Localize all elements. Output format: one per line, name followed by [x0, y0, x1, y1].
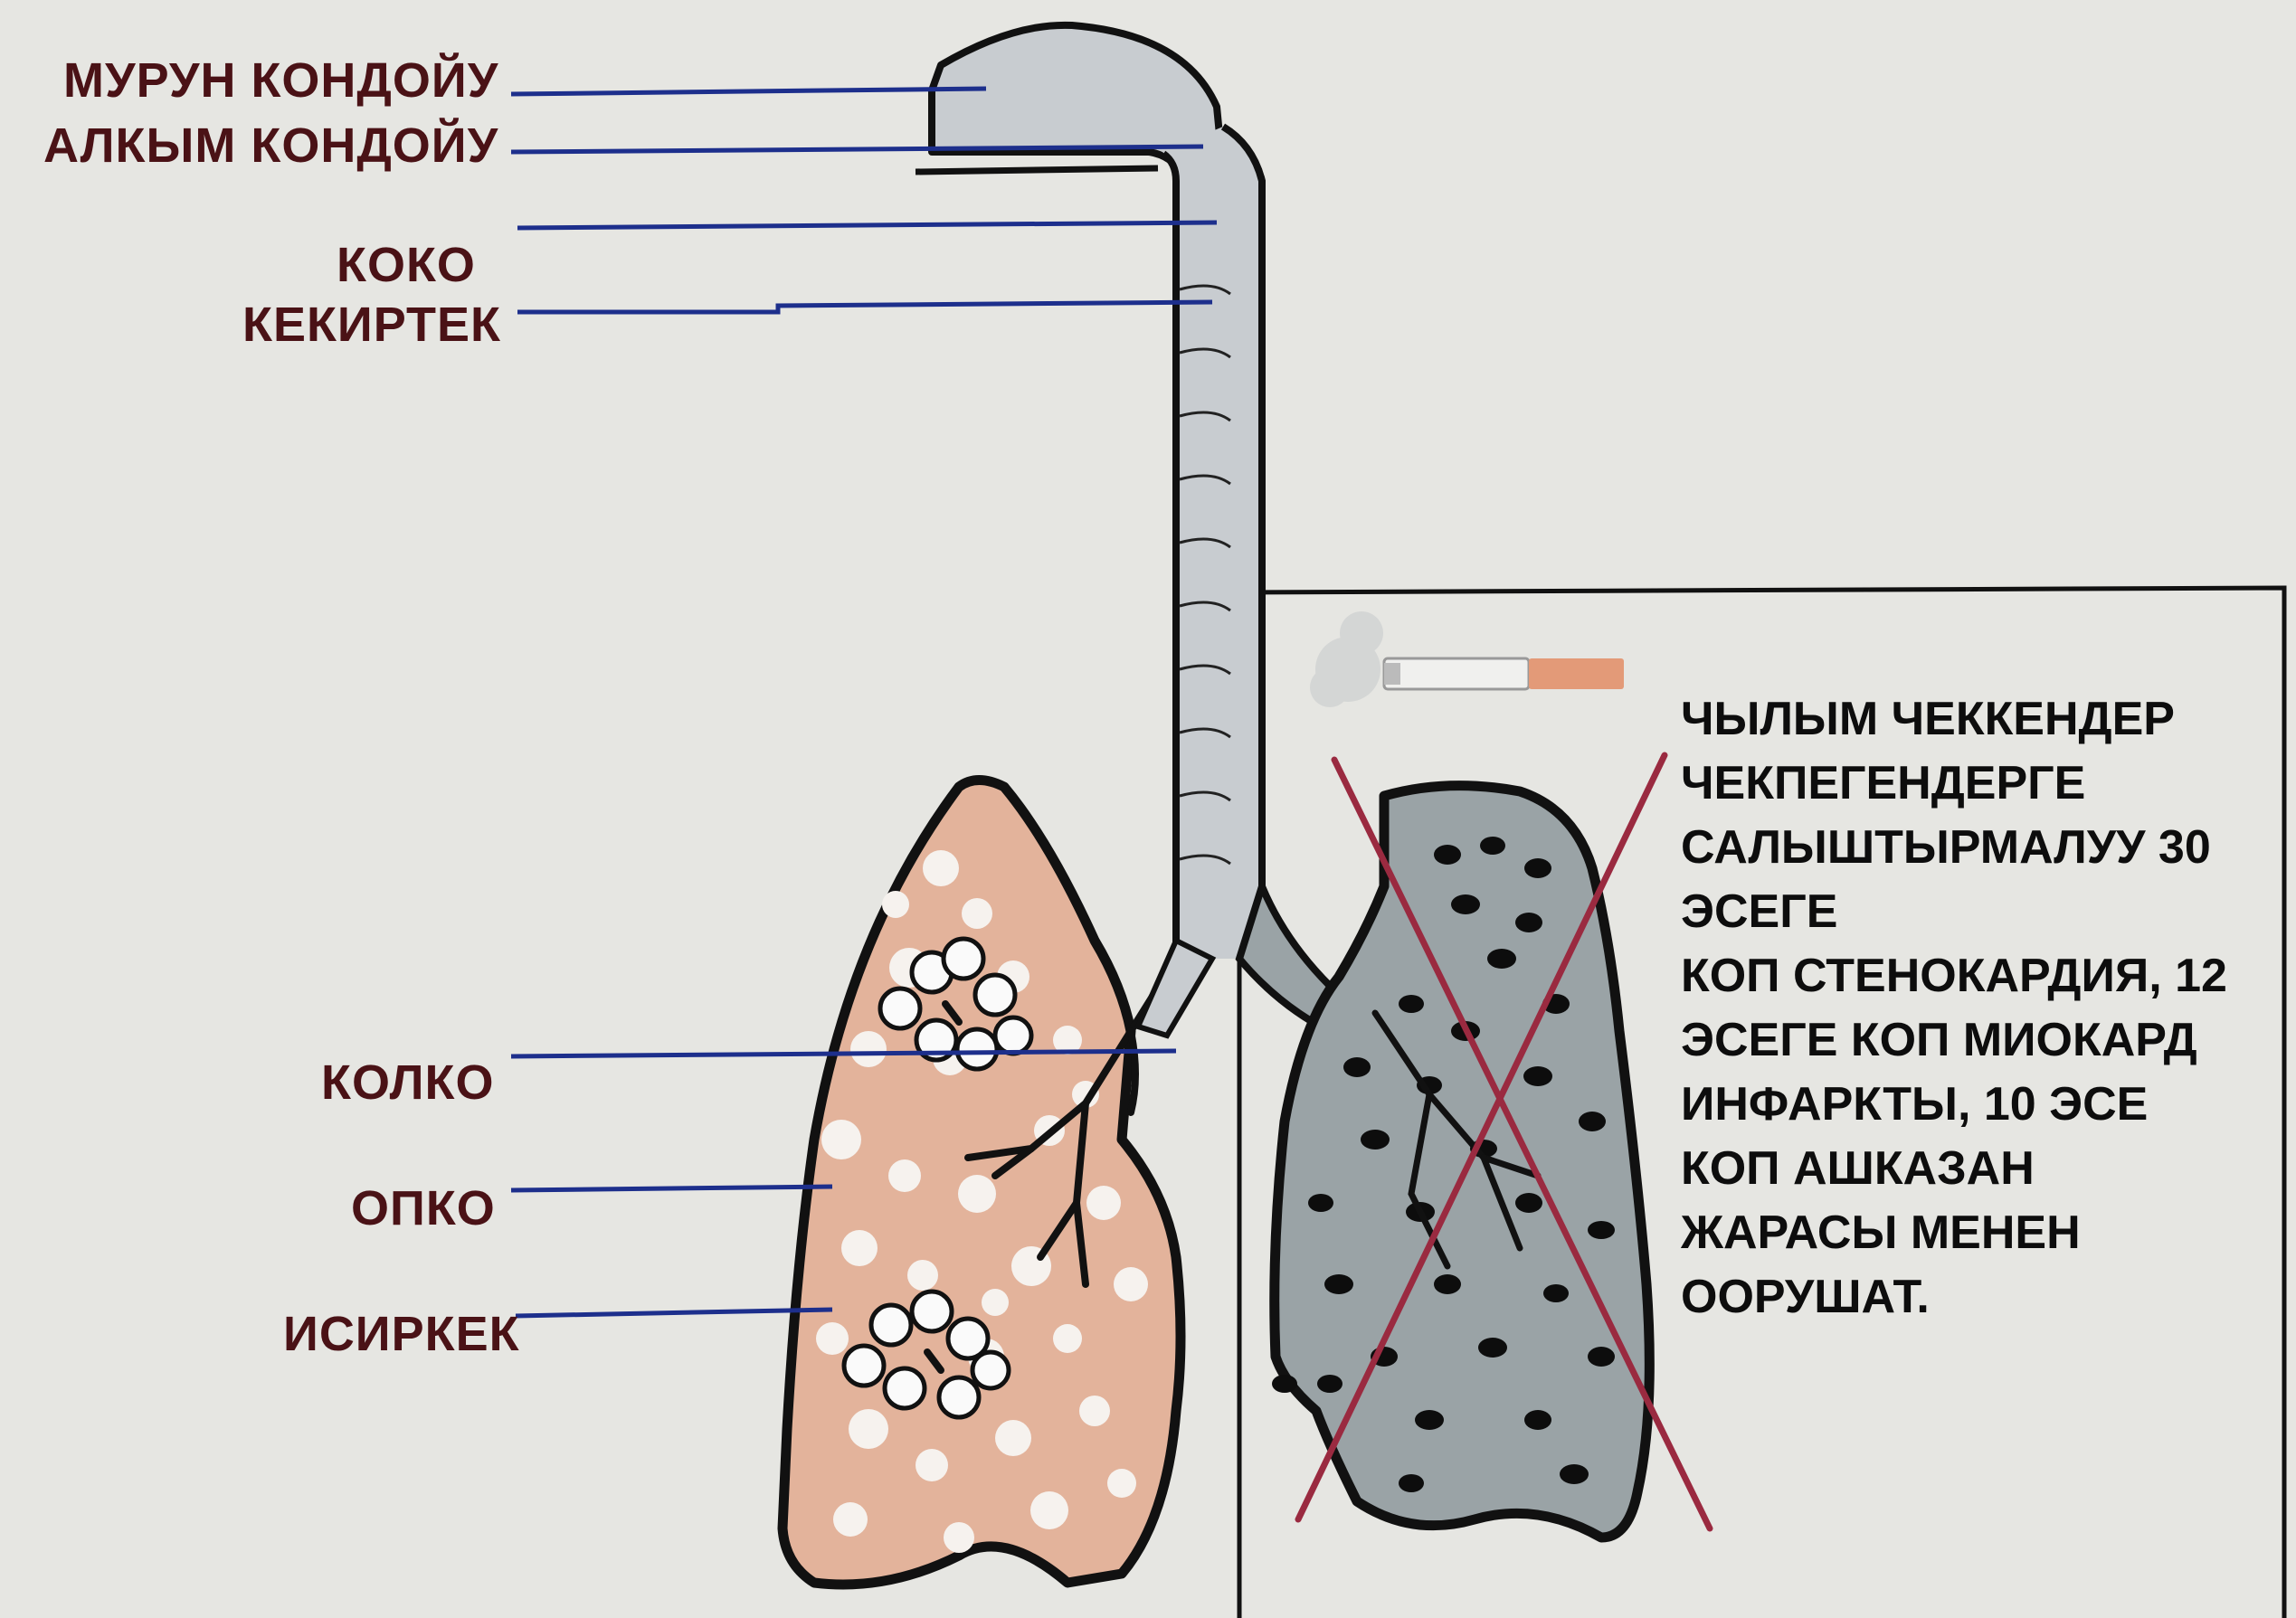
- smoker-text-line: КОП СТЕНОКАРДИЯ, 12: [1681, 944, 2260, 1008]
- smoker-text-line: ЧЕКПЕГЕНДЕРГЕ: [1681, 752, 2260, 816]
- smoker-text-line: ЖАРАСЫ МЕНЕН: [1681, 1201, 2260, 1265]
- label-lung: ОПКО: [351, 1180, 496, 1236]
- smoker-text-line: САЛЫШТЫРМАЛУУ 30: [1681, 816, 2260, 880]
- label-bronchus: КОЛКО: [321, 1055, 494, 1111]
- smoker-text-line: ООРУШАТ.: [1681, 1265, 2260, 1329]
- trachea-left-wall: [1163, 154, 1176, 959]
- smoker-statistics-text: ЧЫЛЫМ ЧЕККЕНДЕР ЧЕКПЕГЕНДЕРГЕ САЛЫШТЫРМА…: [1681, 687, 2260, 1329]
- cigarette-icon: [1384, 658, 1624, 689]
- label-alveoli: ИСИРКЕК: [283, 1306, 520, 1362]
- label-trachea: КЕКИРТЕК: [242, 297, 501, 353]
- smoker-text-line: ИНФАРКТЫ, 10 ЭСЕ: [1681, 1073, 2260, 1137]
- smoker-text-line: ЭСЕГЕ: [1681, 880, 2260, 944]
- label-nasal-cavity: МУРУН КОНДОЙУ: [63, 52, 498, 109]
- smoke-icon: [1310, 611, 1383, 707]
- bronchus: [1138, 941, 1212, 1036]
- label-throat: КОКО: [337, 237, 476, 293]
- label-oral-cavity: АЛКЫМ КОНДОЙУ: [43, 118, 498, 174]
- oral-cavity-line: [916, 168, 1158, 172]
- smoker-text-line: ЭСЕГЕ КОП МИОКАРД: [1681, 1008, 2260, 1073]
- smoker-text-line: КОП АШКАЗАН: [1681, 1137, 2260, 1201]
- smoker-text-line: ЧЫЛЫМ ЧЕККЕНДЕР: [1681, 687, 2260, 752]
